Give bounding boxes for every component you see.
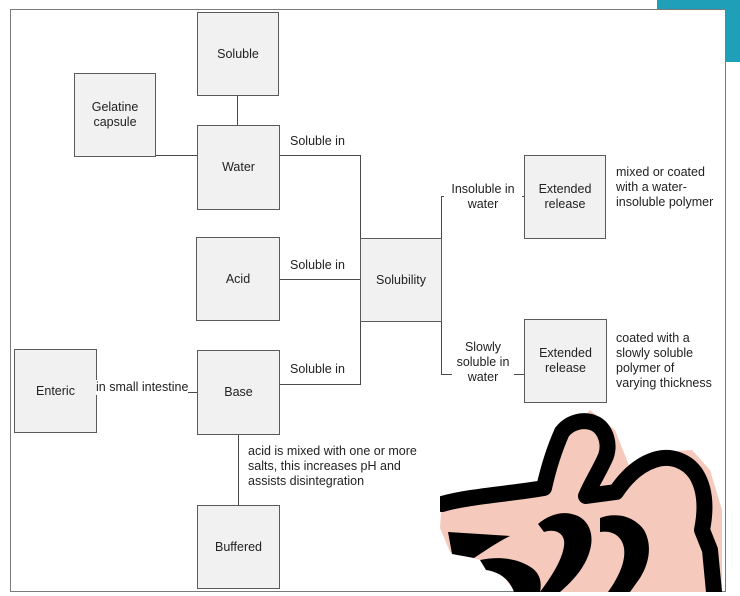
node-soluble: Soluble — [197, 12, 279, 96]
connector-base-trunk — [280, 384, 361, 385]
node-extended-release-2: Extended release — [524, 319, 607, 403]
note-extended-release-1: mixed or coated with a water- insoluble … — [616, 165, 714, 209]
node-solubility: Solubility — [360, 238, 442, 322]
node-acid: Acid — [196, 237, 280, 321]
connector-gelatine-water — [155, 155, 197, 156]
label-slowly-soluble-in-water: Slowly soluble in water — [452, 340, 514, 385]
pointing-hand-icon — [440, 410, 722, 592]
label-in-small-intestine: in small intestine — [96, 380, 189, 395]
node-water: Water — [197, 125, 280, 210]
node-gelatine-capsule: Gelatine capsule — [74, 73, 156, 157]
node-base: Base — [197, 350, 280, 435]
label-soluble-in-base: Soluble in — [290, 362, 345, 376]
connector-soluble-water — [237, 95, 238, 125]
note-extended-release-2: coated with a slowly soluble polymer of … — [616, 331, 712, 390]
node-extended-release-1: Extended release — [524, 155, 606, 239]
connector-acid-trunk — [279, 279, 361, 280]
connector-base-buffered — [238, 434, 239, 506]
label-soluble-in-acid: Soluble in — [290, 258, 345, 272]
label-soluble-in-water: Soluble in — [290, 134, 345, 148]
note-buffered: acid is mixed with one or more salts, th… — [248, 444, 417, 488]
connector-water-trunk — [279, 155, 361, 156]
node-buffered: Buffered — [197, 505, 280, 589]
label-insoluble-in-water: Insoluble in water — [444, 182, 522, 212]
node-enteric: Enteric — [14, 349, 97, 433]
